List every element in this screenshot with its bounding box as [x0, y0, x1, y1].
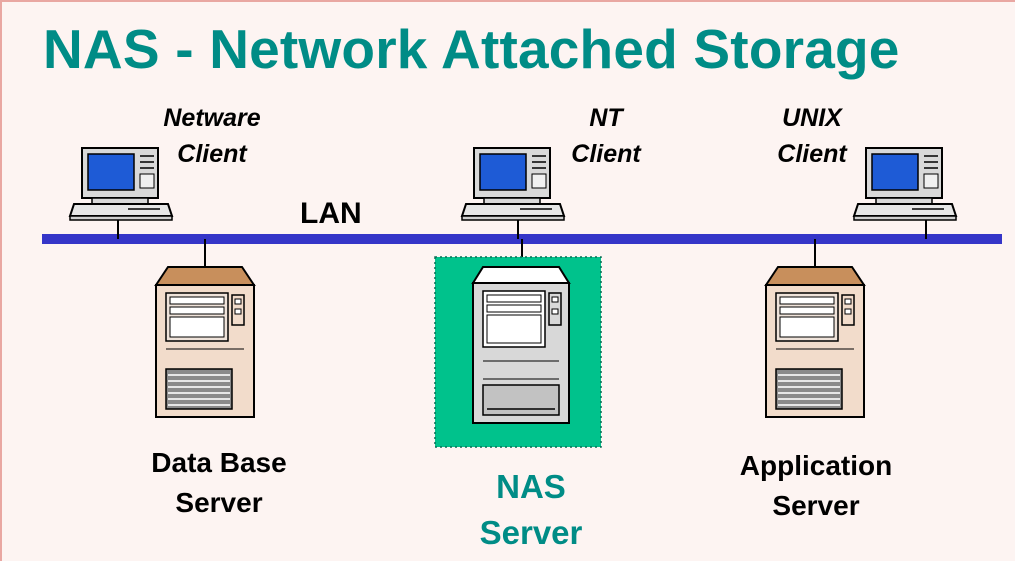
database-server-icon [155, 266, 255, 418]
application-server-label: Application Server [739, 450, 893, 521]
nas-server-label: NAS Server [479, 468, 583, 551]
application-server-icon [765, 266, 865, 418]
nas-server-icon [472, 266, 570, 424]
netware-client-workstation-icon [69, 147, 173, 221]
unix-client-workstation-icon [853, 147, 957, 221]
lan-label: LAN [300, 197, 362, 230]
nt-client-workstation-icon [461, 147, 565, 221]
unix-client-label: UNIX Client [777, 104, 847, 168]
netware-client-label: Netware Client [163, 104, 261, 168]
nt-client-label: NT Client [571, 104, 641, 168]
slide-title: NAS - Network Attached Storage [43, 18, 900, 80]
database-server-label: Data Base Server [151, 447, 287, 518]
